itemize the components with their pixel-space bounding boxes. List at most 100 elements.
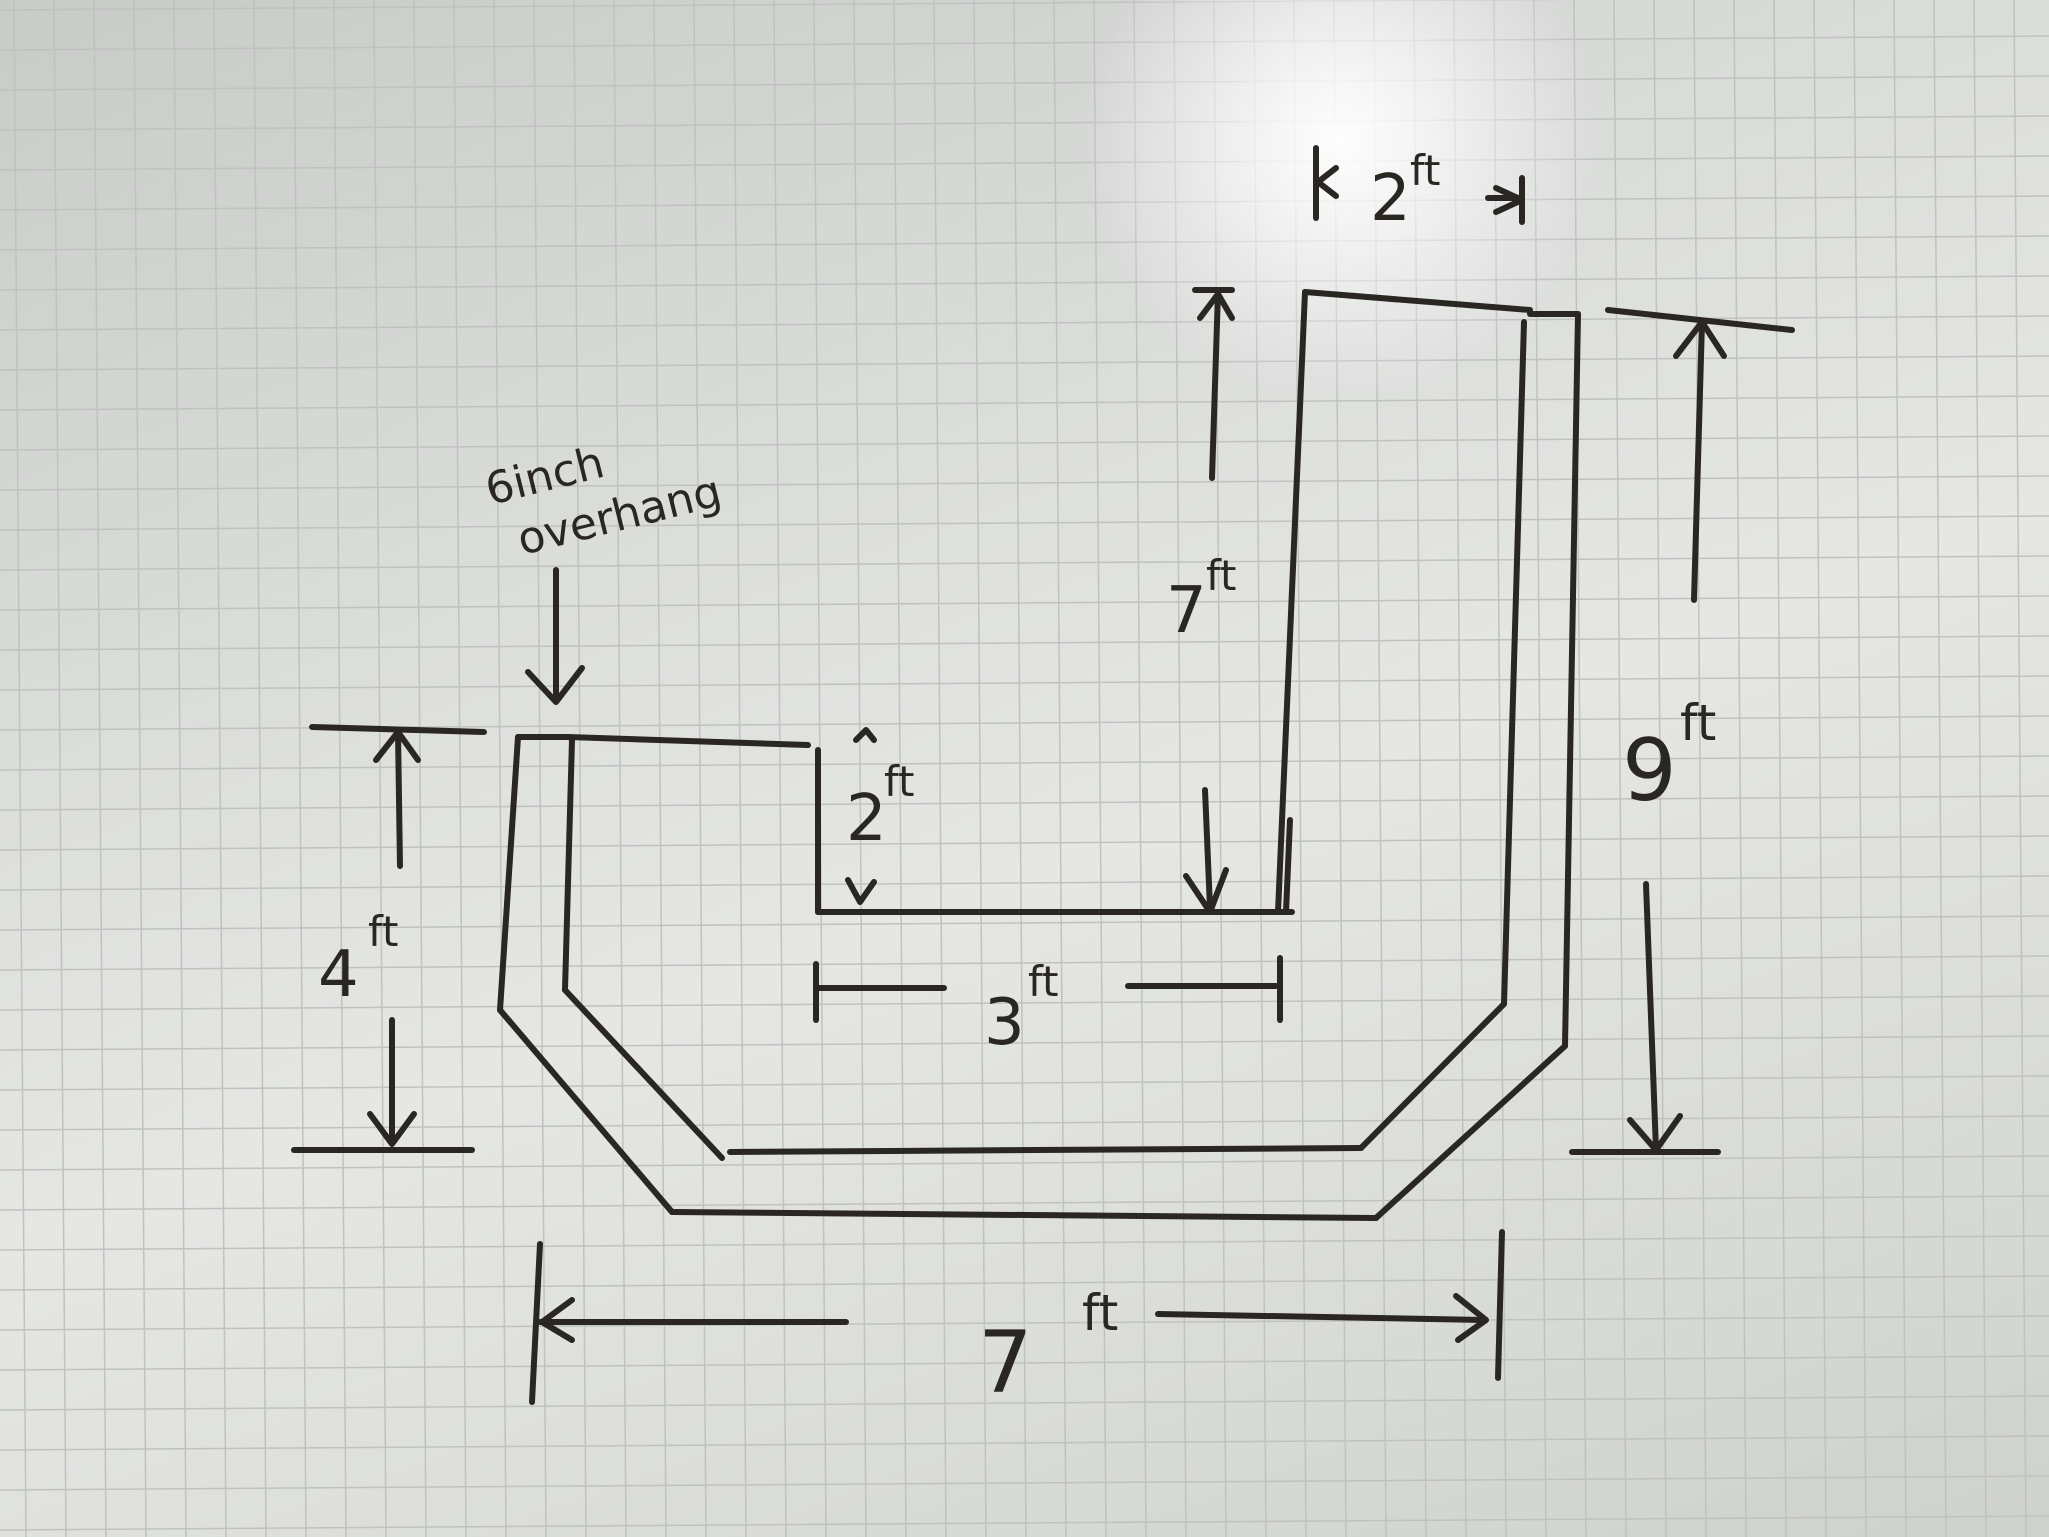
- grid-line-horizontal: [0, 1435, 2049, 1451]
- grid-line-horizontal: [0, 1115, 2049, 1131]
- grid-line-horizontal: [0, 115, 2049, 131]
- outer-bottom-edge: [669, 1209, 1379, 1221]
- grid-line-vertical: [1813, 0, 1827, 1537]
- dim-inner-down-shaft: [1202, 787, 1213, 911]
- dim-top-right-arrow: [1485, 185, 1525, 215]
- grid-line-vertical: [53, 0, 67, 1537]
- grid-line-vertical: [1013, 0, 1027, 1537]
- grid-line-horizontal: [0, 595, 2049, 611]
- outer-right-diagonal: [1373, 1043, 1568, 1221]
- grid-line-vertical: [333, 0, 347, 1537]
- grid-line-vertical: [1933, 0, 1947, 1537]
- grid-line-horizontal: [0, 195, 2049, 211]
- grid-line-horizontal: [0, 155, 2049, 171]
- countertop-outline: [497, 311, 1581, 1221]
- grid-line-vertical: [653, 0, 667, 1537]
- grid-line-horizontal: [0, 1035, 2049, 1051]
- dim-top-width-unit: ft: [1410, 146, 1441, 195]
- grid-line-vertical: [1893, 0, 1907, 1537]
- grid-line-horizontal: [0, 955, 2049, 971]
- dim-left-down-arrow: [367, 1111, 417, 1147]
- dim-bottom-width-unit: ft: [1082, 1284, 1118, 1342]
- grid-line-horizontal: [0, 355, 2049, 371]
- grid-line-horizontal: [0, 995, 2049, 1011]
- dim-left-up-shaft: [395, 729, 403, 869]
- dim-outer-down-shaft: [1643, 881, 1659, 1153]
- dim-small-return-value: 2: [846, 782, 887, 856]
- grid-line-horizontal: [0, 1275, 2049, 1291]
- grid-line-vertical: [1653, 0, 1667, 1537]
- grid-line-vertical: [1573, 0, 1587, 1537]
- grid-line-horizontal: [0, 835, 2049, 851]
- dim-inner-down-arrow: [1183, 867, 1229, 915]
- grid-line-horizontal: [0, 1155, 2049, 1171]
- dim-left-height-value: 4: [318, 938, 359, 1012]
- grid-line-horizontal: [0, 795, 2049, 811]
- grid-line-vertical: [2013, 0, 2027, 1537]
- grid-line-horizontal: [0, 555, 2049, 571]
- annotation-arrow-head: [525, 665, 585, 705]
- dim-top-left-arrow: [1315, 165, 1339, 199]
- grid-line-vertical: [973, 0, 987, 1537]
- grid-line-vertical: [773, 0, 787, 1537]
- dimension-right-inner-height: 7 ft: [1166, 287, 1237, 915]
- grid-line-vertical: [1693, 0, 1707, 1537]
- grid-line-horizontal: [0, 675, 2049, 691]
- dim-right-outer-unit: ft: [1680, 694, 1716, 752]
- dim-small-return-unit: ft: [884, 757, 915, 806]
- grid-line-horizontal: [0, 1475, 2049, 1491]
- dim-bottom-right-tick: [1495, 1229, 1505, 1381]
- grid-line-vertical: [1853, 0, 1867, 1537]
- overhang-annotation: 6inch overhang: [480, 437, 726, 705]
- dim-inner-gap-value: 3: [984, 986, 1025, 1060]
- grid-line-vertical: [1093, 0, 1107, 1537]
- outer-right-wall: [1562, 311, 1581, 1049]
- inner-left-diagonal: [562, 987, 725, 1161]
- grid-line-horizontal: [0, 1515, 2049, 1531]
- dim-outer-up-arrow: [1673, 319, 1727, 359]
- grid-line-vertical: [1973, 0, 1987, 1537]
- grid-line-vertical: [853, 0, 867, 1537]
- dim-right-inner-unit: ft: [1206, 551, 1237, 600]
- grid-line-vertical: [933, 0, 947, 1537]
- dim-left-height-unit: ft: [368, 907, 399, 956]
- dim-return-down-arrow: [845, 877, 877, 905]
- dim-bottom-right-shaft: [1155, 1311, 1487, 1323]
- grid-line-horizontal: [0, 35, 2049, 51]
- dimension-bottom-width: 7 ft: [529, 1229, 1505, 1413]
- grid-line-horizontal: [0, 435, 2049, 451]
- grid-line-horizontal: [0, 875, 2049, 891]
- grid-line-vertical: [1733, 0, 1747, 1537]
- right-tower-left-wall: [1275, 289, 1308, 915]
- grid-line-horizontal: [0, 515, 2049, 531]
- dim-bottom-right-arrow: [1453, 1293, 1489, 1343]
- grid-line-horizontal: [0, 1235, 2049, 1251]
- dim-right-outer-value: 9: [1622, 721, 1677, 821]
- grid-line-vertical: [93, 0, 107, 1537]
- grid-line-vertical: [1613, 0, 1627, 1537]
- grid-line-vertical: [693, 0, 707, 1537]
- grid-line-horizontal: [0, 755, 2049, 771]
- grid-line-horizontal: [0, 1355, 2049, 1371]
- dim-top-width-value: 2: [1370, 162, 1411, 236]
- dim-bottom-left-tick: [529, 1241, 543, 1405]
- grid-line-horizontal: [0, 1395, 2049, 1411]
- grid-line-horizontal: [0, 395, 2049, 411]
- grid-line-horizontal: [0, 1195, 2049, 1211]
- dim-outer-up-shaft: [1691, 319, 1705, 603]
- dimension-top-width: 2 ft: [1313, 145, 1525, 236]
- dim-return-up-arrow: [853, 727, 877, 743]
- grid-line-vertical: [733, 0, 747, 1537]
- grid-line-vertical: [533, 0, 547, 1537]
- grid-line-horizontal: [0, 915, 2049, 931]
- grid-line-vertical: [493, 0, 507, 1537]
- grid-line-horizontal: [0, 1315, 2049, 1331]
- grid-line-vertical: [573, 0, 587, 1537]
- grid-line-vertical: [413, 0, 427, 1537]
- grid-line-vertical: [13, 0, 27, 1537]
- inner-left-wall: [562, 737, 575, 993]
- dimension-inner-gap-width: 3 ft: [813, 955, 1283, 1060]
- grid-line-vertical: [1773, 0, 1787, 1537]
